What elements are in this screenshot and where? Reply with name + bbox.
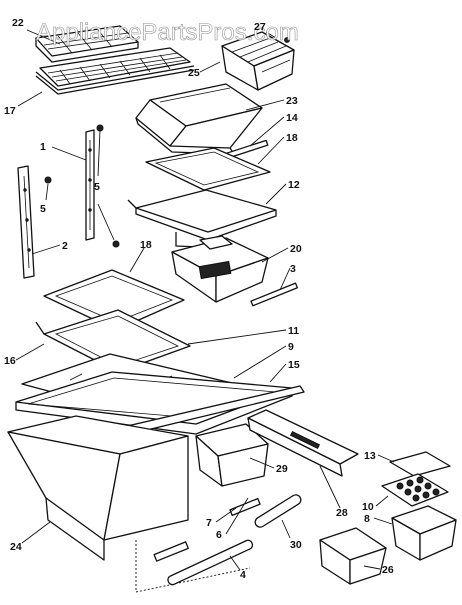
- callout-5-right: 5: [94, 181, 100, 193]
- callout-27: 27: [254, 21, 266, 33]
- callout-18-upper: 18: [286, 132, 298, 144]
- egg-tray-10: [381, 473, 449, 507]
- rail-30: [254, 494, 302, 528]
- crisper-drawer-large: [7, 415, 189, 561]
- callout-22: 22: [12, 17, 24, 29]
- callout-6: 6: [216, 529, 222, 541]
- callout-23: 23: [286, 95, 298, 107]
- callout-3: 3: [290, 263, 296, 275]
- callout-labels: 22 27 25 17 23 14 18 1 12 5 5 2 18 20 3 …: [4, 17, 394, 581]
- crisper-drawer-29: [195, 423, 269, 487]
- screws-5: [44, 124, 120, 248]
- callout-9: 9: [288, 341, 294, 353]
- watermark: AppliancePartsPros.com: [36, 19, 299, 46]
- callout-28: 28: [336, 507, 348, 519]
- callout-16: 16: [4, 355, 16, 367]
- callout-13: 13: [364, 450, 376, 462]
- glass-cover-upper: [145, 147, 271, 191]
- butter-lid-13: [389, 451, 451, 477]
- shelf-rack-insert: [35, 25, 139, 63]
- callout-8: 8: [364, 513, 370, 525]
- deli-drawer: [135, 83, 263, 155]
- side-rail-2: [17, 165, 35, 279]
- callout-20: 20: [290, 243, 302, 255]
- callout-12: 12: [288, 179, 300, 191]
- door-bin-26: [319, 527, 387, 585]
- crisper-cover-frame: [15, 371, 305, 439]
- rail-4: [167, 539, 254, 586]
- wire-shelf: [35, 47, 195, 95]
- callout-30: 30: [290, 539, 302, 551]
- leader-lines: [15, 29, 395, 593]
- callout-15: 15: [288, 359, 300, 371]
- crisper-drawer-20: [171, 235, 269, 303]
- callout-5-left: 5: [40, 203, 46, 215]
- callout-17: 17: [4, 105, 16, 117]
- callout-2: 2: [62, 240, 68, 252]
- callout-24: 24: [10, 541, 22, 553]
- callout-29: 29: [276, 463, 288, 475]
- dairy-bin-8: [391, 505, 457, 561]
- slide-6: [153, 541, 189, 562]
- callout-25: 25: [188, 67, 200, 79]
- callout-1: 1: [40, 141, 46, 153]
- callout-18-lower: 18: [140, 239, 152, 251]
- side-rail-1: [85, 129, 95, 241]
- callout-26: 26: [382, 564, 394, 576]
- callout-7: 7: [206, 517, 212, 529]
- callout-4: 4: [240, 569, 246, 581]
- callout-10: 10: [362, 501, 374, 513]
- small-rack-bin: [221, 31, 295, 91]
- divider-tray-28: [247, 409, 359, 477]
- roller-7: [229, 497, 261, 517]
- rail-3: [250, 282, 299, 307]
- callout-14: 14: [286, 112, 298, 124]
- callout-11: 11: [288, 325, 299, 337]
